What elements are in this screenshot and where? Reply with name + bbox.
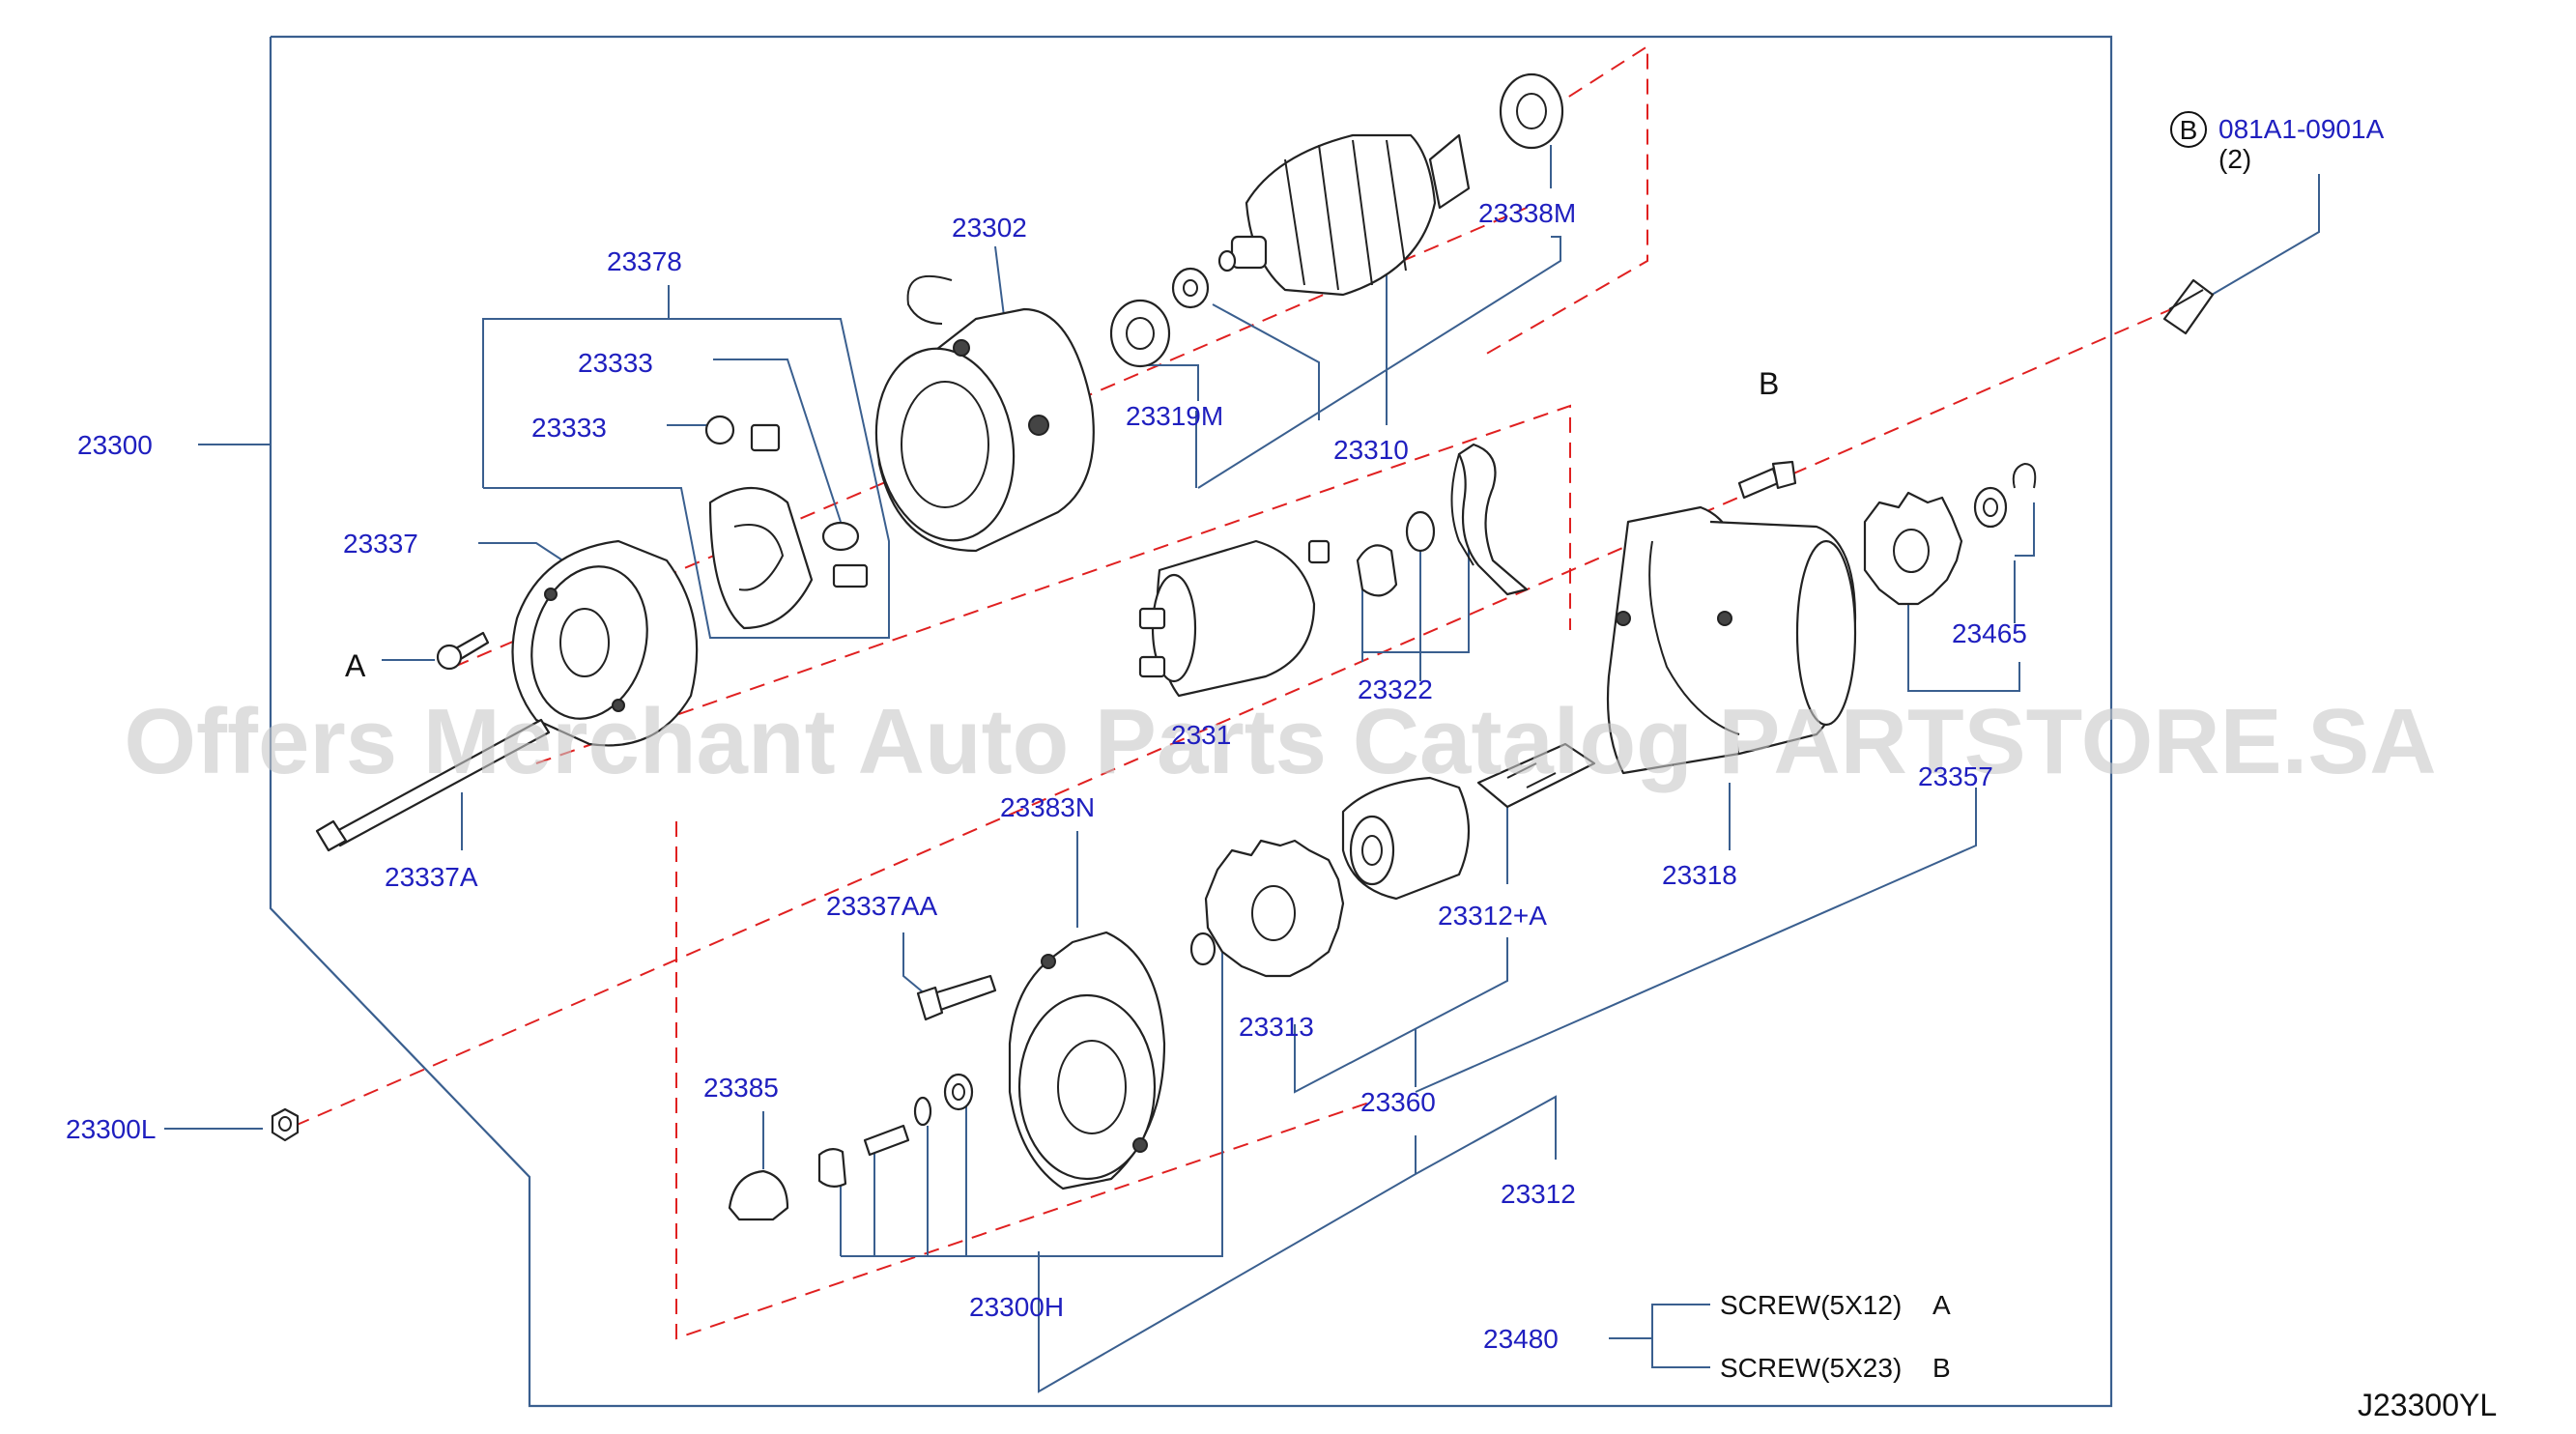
pinion-23465 <box>1863 463 2037 606</box>
label-screw-5x12-letter: A <box>1932 1290 1951 1320</box>
label-2331x[interactable]: 2331 <box>1171 720 1231 750</box>
watermark-text: Offers Merchant Auto Parts Catalog PARTS… <box>124 690 2436 793</box>
label-23333-left[interactable]: 23333 <box>531 413 607 443</box>
solenoid-2331 <box>1138 539 1331 698</box>
label-081A1-quantity: (2) <box>2218 144 2251 174</box>
label-23337A[interactable]: 23337A <box>385 862 478 892</box>
label-23360[interactable]: 23360 <box>1360 1087 1436 1117</box>
label-screw-5x23-letter: B <box>1932 1353 1951 1383</box>
label-23300L[interactable]: 23300L <box>66 1114 156 1144</box>
nut-23300L <box>271 1107 300 1142</box>
bearing-23338M <box>1499 72 1564 150</box>
screw-b-small <box>1737 460 1797 500</box>
overrunning-clutch-23312A <box>1341 776 1471 901</box>
brushes-23333 <box>704 415 869 588</box>
assembly-frame <box>269 35 2113 1408</box>
parts-artwork <box>271 72 2215 1221</box>
plunger-lever-23322 <box>1356 443 1529 597</box>
hardware-kit-23300H <box>817 1073 974 1188</box>
label-23480[interactable]: 23480 <box>1483 1324 1559 1354</box>
armature-23310 <box>1217 133 1471 297</box>
label-screw-5x12: SCREW(5X12) <box>1720 1290 1902 1320</box>
reduction-gear-23313 <box>1189 839 1345 978</box>
label-23465[interactable]: 23465 <box>1952 618 2027 648</box>
label-23300H[interactable]: 23300H <box>969 1292 1064 1322</box>
yoke-23302 <box>874 275 1095 553</box>
label-081A1-0901A[interactable]: 081A1-0901A <box>2218 114 2385 144</box>
label-23302[interactable]: 23302 <box>952 213 1027 243</box>
label-screw-a-callout: A <box>345 648 366 683</box>
label-screw-5x23: SCREW(5X23) <box>1720 1353 1902 1383</box>
label-23319M[interactable]: 23319M <box>1126 401 1223 431</box>
label-23383N[interactable]: 23383N <box>1000 792 1095 822</box>
bearing-23319M <box>1109 267 1210 368</box>
screw-a <box>436 631 490 671</box>
through-bolt-23337A <box>315 718 551 852</box>
label-23300[interactable]: 23300 <box>77 430 153 460</box>
screw-23337AA <box>916 974 997 1021</box>
gear-housing-23383N <box>1008 931 1166 1190</box>
brush-holder-plate <box>708 486 814 630</box>
part-labels: 23300 23378 23333 23333 23337 A 23337A 2… <box>66 111 2497 1422</box>
rear-cover-23337 <box>511 539 699 747</box>
label-screw-b-callout: B <box>1759 366 1779 401</box>
label-23318[interactable]: 23318 <box>1662 860 1737 890</box>
label-23313[interactable]: 23313 <box>1239 1012 1314 1042</box>
label-23338M[interactable]: 23338M <box>1478 198 1576 228</box>
callout-081A1-0901A: B 081A1-0901A (2) <box>2170 111 2385 174</box>
label-23322[interactable]: 23322 <box>1358 674 1433 704</box>
pinion-shaft-23312 <box>1476 742 1596 809</box>
label-23312[interactable]: 23312 <box>1501 1179 1576 1209</box>
through-bolt-b <box>2162 278 2215 335</box>
diagram-id: J23300YL <box>2358 1388 2497 1422</box>
label-23378[interactable]: 23378 <box>607 246 682 276</box>
label-23312A[interactable]: 23312+A <box>1438 901 1547 931</box>
label-23310[interactable]: 23310 <box>1333 435 1409 465</box>
label-23337[interactable]: 23337 <box>343 529 418 559</box>
label-b-circle: B <box>2180 115 2198 145</box>
front-housing-23318 <box>1606 505 1857 775</box>
label-23333-top[interactable]: 23333 <box>578 348 653 378</box>
label-23385[interactable]: 23385 <box>703 1073 779 1103</box>
dust-cap-23385 <box>728 1169 789 1221</box>
label-23357[interactable]: 23357 <box>1918 761 1993 791</box>
label-23337AA[interactable]: 23337AA <box>826 891 938 921</box>
